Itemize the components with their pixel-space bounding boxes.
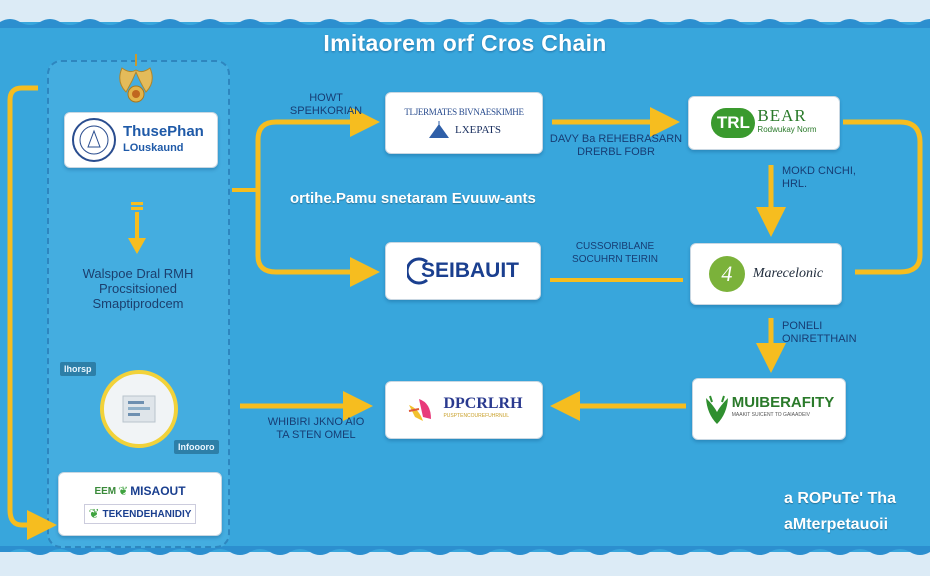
node-1-subtitle: LXEPATS	[454, 124, 502, 136]
edge-label-node-4-node-6: PONELI ONIRETTHAIN	[782, 320, 882, 346]
node-4-card[interactable]: 4 Marecelonic	[690, 243, 842, 305]
image-tag-top: Ihorsp	[60, 362, 96, 376]
panel-description-line-3: Smaptiprodcem	[92, 296, 184, 311]
node-3-title: SEIBAUIT	[420, 259, 519, 282]
circle-c-icon	[406, 257, 428, 285]
node-5-card[interactable]: DPCRLRH PUSPTENCOUREFUHRNUL	[385, 381, 543, 439]
edge-label-node-2-node-4-line-1: MOKD CNCHI,	[782, 165, 856, 177]
bottom-card-row-2: ❦ TEKENDEHANIDIY	[83, 504, 197, 524]
loop-node-2-to-node-4	[843, 119, 923, 275]
edge-label-node-1-node-2-line-1: DAVY Ba REHEBRASARN	[549, 133, 683, 145]
edge-label-node-4-node-6-line-1: PONELI	[782, 320, 823, 332]
panel-description-line-1: Walspoe Dral RMH	[82, 266, 194, 281]
seal-icon	[72, 118, 116, 162]
node-2-card[interactable]: TRL BEAR Rodwukay Norm	[688, 96, 840, 150]
edge-label-node-3-node-4-line-2: SOCUHRN TEIRIN	[572, 254, 658, 265]
bottom-card-name: MISAOUT	[130, 484, 186, 498]
edge-label-node-2-node-4: MOKD CNCHI, HRL.	[782, 165, 872, 191]
crest-emblem-icon	[119, 54, 153, 103]
edge-label-to-node-1-line-1: HOWT	[309, 92, 343, 104]
node-1-title: TLJERMATES BIVNAESKIMHE	[404, 107, 524, 117]
leaf-icon: ❦	[118, 484, 129, 498]
footer-caption: a ROPuTe' Tha aMterpetauoii	[784, 486, 896, 538]
org-card-top[interactable]: ThusePhan LOuskaund	[64, 112, 218, 168]
node-6-card[interactable]: MUIBERAFITY MAAKIT SUICENT TO GAIAADEIV	[692, 378, 846, 440]
node-4-title: Marecelonic	[752, 266, 824, 281]
node-2-subtitle: Rodwukay Norm	[757, 125, 817, 134]
panel-down-arrow	[128, 202, 146, 254]
middle-caption: ortihe.Pamu snetaram Evuuw-ants	[290, 190, 536, 207]
edge-label-node-2-node-4-line-2: HRL.	[782, 178, 808, 190]
node-1-card[interactable]: TLJERMATES BIVNAESKIMHE LXEPATS	[385, 92, 543, 154]
edge-label-node-1-node-2: DAVY Ba REHEBRASARN DRERBL FOBR	[546, 133, 686, 159]
org-card-subtitle: LOuskaund	[123, 142, 184, 154]
leaf-antler-icon	[705, 395, 728, 424]
edge-label-node-1-node-2-line-2: DRERBL FOBR	[577, 146, 655, 158]
org-card-bottom[interactable]: EEM ❦ MISAOUT ❦ TEKENDEHANIDIY	[58, 472, 222, 536]
node-2-title: BEAR	[757, 106, 807, 125]
edge-label-node-3-node-4-line-1: CUSSORIBLANE	[575, 241, 655, 252]
panel-description-line-2: Procsitsioned	[98, 281, 178, 296]
org-card-title: ThusePhan	[123, 123, 204, 140]
panel-description: Walspoe Dral RMH Procsitsioned Smaptipro…	[60, 266, 216, 311]
footer-caption-line-2: aMterpetauoii	[784, 516, 889, 533]
bottom-wave-border	[0, 546, 930, 555]
diagram-title: Imitaorem orf Cros Chain	[323, 30, 607, 56]
left-loop-connector	[7, 85, 57, 540]
edge-label-to-node-5-line-1: WHIBIRI JKNO AIO	[267, 416, 365, 428]
bottom-card-prefix: EEM	[94, 485, 117, 497]
edge-label-node-4-node-6-line-2: ONIRETTHAIN	[782, 333, 857, 345]
footer-caption-line-1: a ROPuTe' Tha	[784, 490, 896, 507]
mosque-icon	[428, 121, 449, 138]
bottom-card-row-1: EEM ❦ MISAOUT	[94, 484, 185, 498]
node-3-card[interactable]: SEIBAUIT	[385, 242, 541, 300]
edge-label-node-3-node-4: CUSSORIBLANE SOCUHRN TEIRIN	[560, 240, 670, 266]
arrow-to-node-3	[255, 190, 380, 287]
arrow-to-node-1	[255, 107, 380, 190]
edge-label-to-node-5: WHIBIRI JKNO AIO TA STEN OMEL	[256, 416, 376, 442]
top-wave-border	[0, 19, 930, 28]
document-preview-image[interactable]	[100, 370, 178, 448]
document-preview-icon	[122, 395, 156, 423]
node-6-subtitle: MAAKIT SUICENT TO GAIAADEIV	[731, 412, 811, 418]
edge-label-to-node-1-line-2: SPEHKORIAN	[289, 105, 363, 117]
node-5-subtitle: PUSPTENCOUREFUHRNUL	[443, 413, 509, 419]
bottom-card-subname: TEKENDEHANIDIY	[102, 508, 192, 520]
edge-label-to-node-1: HOWT SPEHKORIAN	[286, 92, 366, 118]
edge-label-to-node-5-line-2: TA STEN OMEL	[276, 429, 356, 441]
green-badge-icon: TRL	[711, 108, 756, 138]
frog-leaf-icon: ❦	[88, 506, 100, 521]
node-5-title: DPCRLRH	[443, 395, 523, 412]
image-tag-bottom: Infoooro	[174, 440, 219, 454]
wing-icon	[409, 399, 432, 421]
green-circle-icon: 4	[708, 256, 745, 292]
node-6-title: MUIBERAFITY	[731, 394, 835, 411]
